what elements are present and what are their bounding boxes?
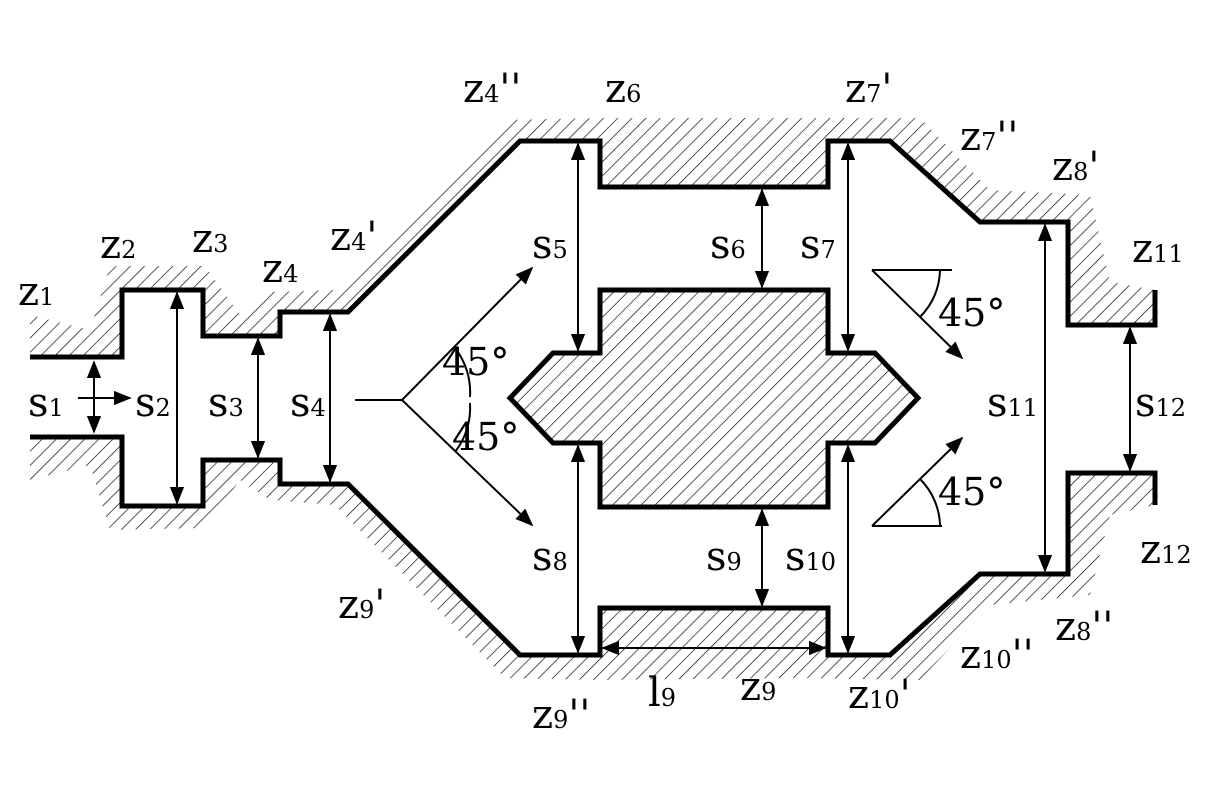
angle-label-left-upper: 45° <box>442 340 509 384</box>
label-s1: s1 <box>28 380 64 426</box>
label-l9: l9 <box>648 670 676 716</box>
label-s5: s5 <box>532 222 568 268</box>
label-s6: s6 <box>710 222 746 268</box>
label-s2: s2 <box>135 380 171 426</box>
lower-wall-hatching <box>30 437 1155 680</box>
label-z9-prime: z9' <box>338 582 385 628</box>
label-z6: z6 <box>605 66 641 112</box>
label-s8: s8 <box>532 534 568 580</box>
label-z10-prime: z10' <box>848 672 911 718</box>
label-s3: s3 <box>208 380 244 426</box>
upper-right-angle-indicator <box>871 269 964 360</box>
lower-stator-contour <box>30 434 1158 658</box>
left-angle-indicator <box>355 266 534 527</box>
gap-labels: s1 s2 s3 s4 s5 s6 s7 s8 s9 s10 s11 s12 <box>28 222 1186 580</box>
label-s7: s7 <box>800 222 836 268</box>
angle-labels: 45° 45° 45° 45° <box>442 291 1005 514</box>
label-z4-prime: z4' <box>330 214 377 260</box>
label-s9: s9 <box>706 534 742 580</box>
label-s11: s11 <box>987 380 1038 426</box>
upper-stator-contour <box>30 138 1158 360</box>
label-z10-double-prime: z10'' <box>960 632 1034 678</box>
angle-label-left-lower: 45° <box>452 415 519 459</box>
label-z11: z11 <box>1132 226 1184 272</box>
lower-right-angle-indicator <box>871 436 964 527</box>
angle-label-right-upper: 45° <box>938 291 1005 335</box>
label-z9: z9 <box>740 664 776 710</box>
label-z7-prime: z7' <box>845 66 892 112</box>
rotor-hatching <box>510 290 918 507</box>
label-s10: s10 <box>785 534 836 580</box>
label-s4: s4 <box>290 380 326 426</box>
label-z7-double-prime: z7'' <box>960 114 1018 160</box>
angle-label-right-lower: 45° <box>938 470 1005 514</box>
label-z12: z12 <box>1140 527 1192 573</box>
label-z4: z4 <box>262 246 298 292</box>
dimension-lines <box>78 142 1138 656</box>
label-z8-double-prime: z8'' <box>1055 604 1113 650</box>
position-labels: z1 z2 z3 z4 z4' z4'' z6 z7' z7'' z8' z11… <box>18 66 1192 738</box>
label-z8-prime: z8' <box>1052 144 1099 190</box>
label-s12: s12 <box>1135 380 1186 426</box>
label-z4-double-prime: z4'' <box>463 66 521 112</box>
upper-wall-hatching <box>30 118 1155 357</box>
label-z3: z3 <box>192 216 228 262</box>
rotor-contour <box>506 287 922 510</box>
label-z9-double-prime: z9'' <box>532 692 590 738</box>
label-z1: z1 <box>18 269 54 315</box>
label-z2: z2 <box>100 222 136 268</box>
